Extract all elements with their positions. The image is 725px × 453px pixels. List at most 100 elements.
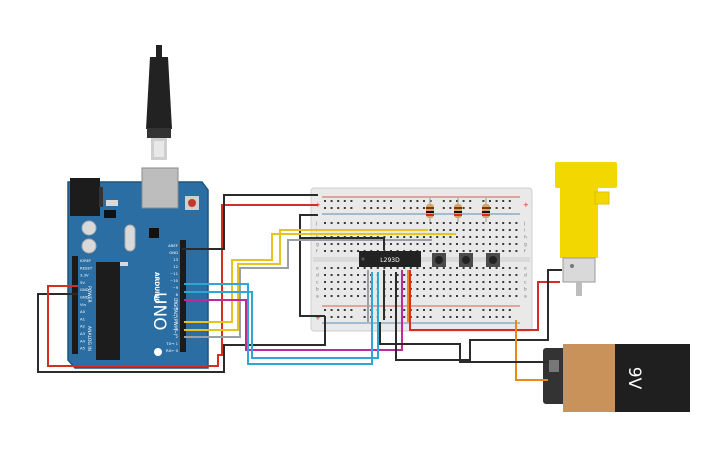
breadboard-hole [495,243,498,245]
breadboard-hole [462,295,465,297]
breadboard-hole [337,281,340,283]
breadboard-hole [390,200,392,202]
breadboard-hole [383,207,386,209]
breadboard-hole [495,309,498,311]
breadboard-hole [456,316,458,318]
breadboard-hole [442,288,445,290]
battery-9v: 9V [543,344,690,412]
breadboard-hole [508,229,511,231]
breadboard-hole [337,316,340,318]
breadboard-hole [495,236,498,238]
breadboard-hole [489,236,491,238]
breadboard-hole [343,243,346,245]
power-pin-label: Vin [80,302,87,307]
breadboard-hole [462,288,465,290]
breadboard-hole [456,267,458,269]
breadboard-hole [429,288,432,290]
breadboard-hole [495,267,498,269]
breadboard-hole [357,295,359,297]
chip-label: L293D [380,257,400,264]
breadboard-hole [475,222,478,224]
power-pin-label: A3 [80,331,86,336]
row-letter: d [316,273,319,279]
breadboard-hole [330,288,333,290]
power-pin-label: IOREF [80,258,91,263]
breadboard-hole [330,274,333,276]
breadboard-hole [423,309,425,311]
digital-header [180,240,186,352]
breadboard-hole [416,281,419,283]
breadboard-hole [403,200,406,202]
breadboard-hole [515,288,518,290]
breadboard-hole [469,288,472,290]
breadboard-hole [403,309,406,311]
breadboard-hole [456,309,458,311]
breadboard-hole [357,267,359,269]
breadboard-hole [482,281,485,283]
breadboard-hole [350,243,353,245]
breadboard-hole [482,222,485,224]
breadboard-hole [337,207,340,209]
breadboard-hole [330,295,333,297]
breadboard-hole [350,281,353,283]
breadboard-hole [337,243,340,245]
breadboard-hole [456,250,458,252]
breadboard-hole [403,288,406,290]
breadboard-hole [423,288,425,290]
breadboard-hole [429,243,432,245]
breadboard-hole [442,267,445,269]
breadboard-hole [409,207,412,209]
breadboard-hole [502,207,505,209]
breadboard-hole [390,274,392,276]
wire-cyan-1 [184,272,373,365]
row-letter: j [523,221,525,227]
breadboard-hole [357,281,359,283]
breadboard-hole [403,295,406,297]
wire-black-chip-top [300,237,385,250]
breadboard-hole [416,236,419,238]
breadboard-hole [436,236,439,238]
breadboard-hole [462,207,465,209]
breadboard-hole [343,281,346,283]
breadboard-hole [442,250,445,252]
breadboard-hole [502,316,505,318]
breadboard-hole [357,222,359,224]
breadboard-hole [429,250,432,252]
digital-pin-label: 2 [176,334,179,339]
breadboard-hole [515,274,518,276]
digital-pin-label: ~6 [172,306,178,311]
breadboard-hole [462,229,465,231]
breadboard-hole [489,288,491,290]
breadboard-hole [429,267,432,269]
breadboard-hole [482,288,485,290]
breadboard-hole [390,316,392,318]
row-letter: e [316,267,319,272]
breadboard-hole [370,200,373,202]
breadboard-hole [482,267,485,269]
resistors [426,198,490,222]
breadboard-hole [363,295,366,297]
breadboard-hole [502,281,505,283]
breadboard-hole [383,222,386,224]
rail-plus-top-right: + [523,201,529,209]
breadboard-hole [357,288,359,290]
breadboard-hole [343,288,346,290]
resistor [482,198,490,222]
digital-pin-label: ~9 [172,285,178,290]
breadboard-hole [416,295,419,297]
breadboard-hole [449,250,452,252]
breadboard-hole [508,316,511,318]
breadboard-hole [383,267,386,269]
breadboard-hole [449,207,452,209]
row-letter: g [316,243,319,248]
breadboard-hole [489,316,491,318]
breadboard-hole [469,281,472,283]
breadboard-hole [508,281,511,283]
breadboard-hole [502,295,505,297]
breadboard-hole [495,316,498,318]
row-letter: f [524,249,526,255]
breadboard-hole [429,229,432,231]
breadboard-hole [515,250,518,252]
breadboard-hole [423,250,425,252]
